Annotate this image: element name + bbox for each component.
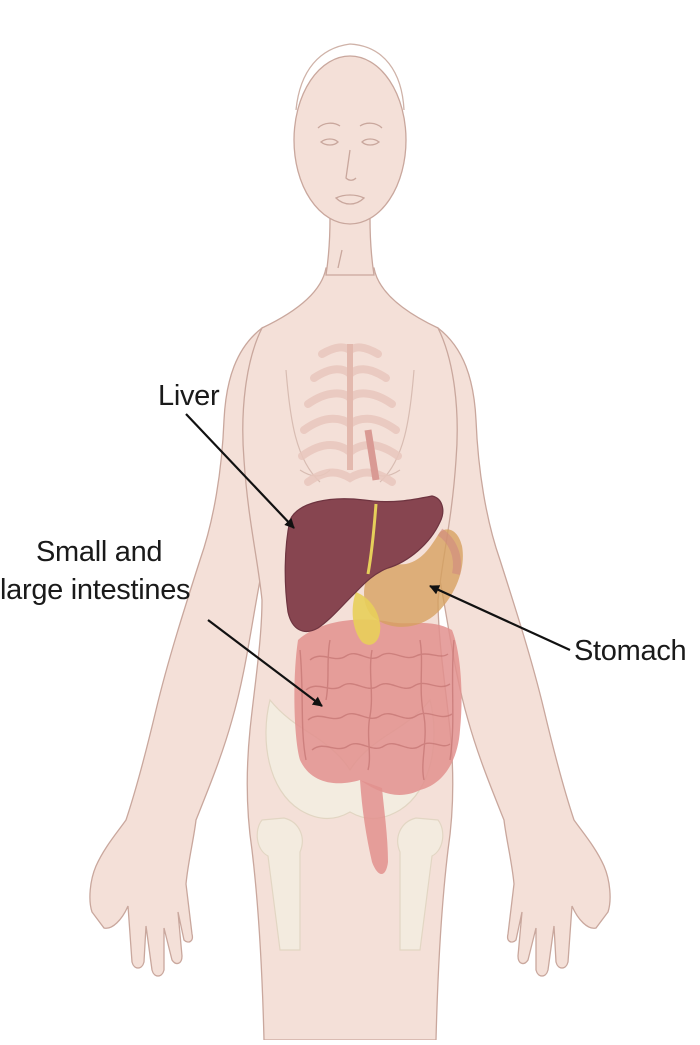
- intestines-leader-line: [207, 619, 323, 707]
- liver-leader-line: [185, 413, 295, 529]
- intestines-label-line1: Small and: [36, 536, 163, 568]
- face-features: [295, 43, 405, 269]
- intestines-organ: [294, 619, 462, 874]
- esophagus: [364, 429, 380, 481]
- liver-label: Liver: [158, 380, 220, 412]
- stomach-label: Stomach: [574, 635, 687, 667]
- stomach-organ: [364, 529, 463, 627]
- intestines-label-line2: large intestines: [0, 574, 191, 606]
- stomach-curvature: [437, 528, 461, 575]
- liver-ligament: [366, 503, 378, 575]
- intestines-label: Small and large intestines: [0, 533, 191, 609]
- gallbladder-organ: [352, 592, 381, 645]
- leader-lines: [185, 413, 571, 707]
- stomach-leader-line: [429, 584, 571, 652]
- liver-organ: [284, 495, 444, 633]
